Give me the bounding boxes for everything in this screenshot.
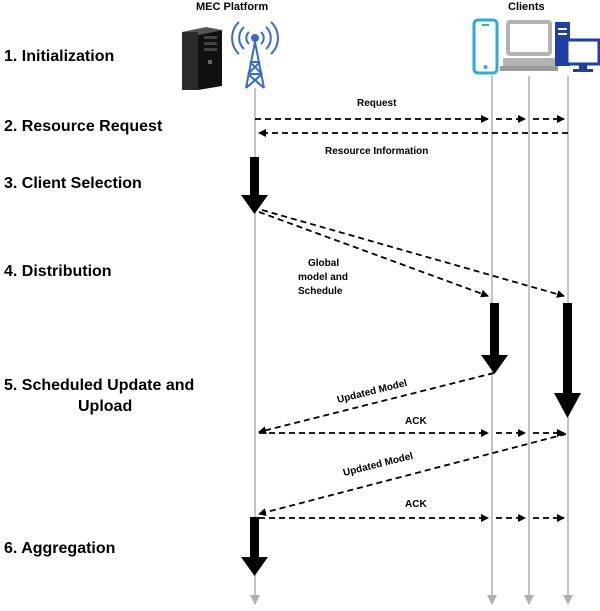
laptop-icon (500, 20, 558, 71)
ack-label-1: ACK (405, 416, 427, 427)
step-distribution: 4. Distribution (4, 263, 112, 280)
updated-model-label-1: Updated Model (336, 378, 408, 406)
updated-model-label-2: Updated Model (342, 451, 414, 479)
global-model-label-line1: Global (308, 258, 339, 269)
request-label: Request (357, 98, 397, 109)
distribution-arrow-to-desktop (261, 209, 565, 298)
client-selection-activation (241, 157, 268, 214)
step-client-selection: 3. Client Selection (4, 175, 142, 192)
ack-label-2: ACK (405, 499, 427, 510)
phone-upload-arrows (258, 372, 565, 437)
step-initialization: 1. Initialization (4, 48, 115, 65)
aggregation-activation (241, 517, 268, 576)
smartphone-icon (472, 18, 499, 75)
server-icon (182, 27, 222, 90)
clients-label: Clients (508, 1, 545, 13)
desktop-update-activation (554, 303, 581, 418)
desktop-upload-arrows (258, 433, 567, 522)
phone-update-activation (481, 303, 508, 374)
mec-platform-label: MEC Platform (196, 1, 269, 13)
updated-model-arrow-desktop (258, 433, 567, 517)
step-upload: Upload (78, 398, 133, 415)
request-arrows (255, 115, 568, 137)
distribution-arrows (258, 209, 565, 298)
resource-info-label: Resource Information (325, 146, 428, 157)
step-scheduled-update: 5. Scheduled Update and (4, 377, 195, 394)
antenna-tower-icon (231, 21, 279, 89)
global-model-label-line3: Schedule (298, 286, 343, 297)
step-resource-request: 2. Resource Request (4, 118, 163, 135)
distribution-arrow-to-phone (258, 211, 489, 298)
updated-model-arrow-phone (258, 372, 495, 435)
global-model-label-line2: model and (298, 272, 348, 283)
desktop-icon (555, 22, 600, 72)
step-aggregation: 6. Aggregation (4, 540, 116, 557)
